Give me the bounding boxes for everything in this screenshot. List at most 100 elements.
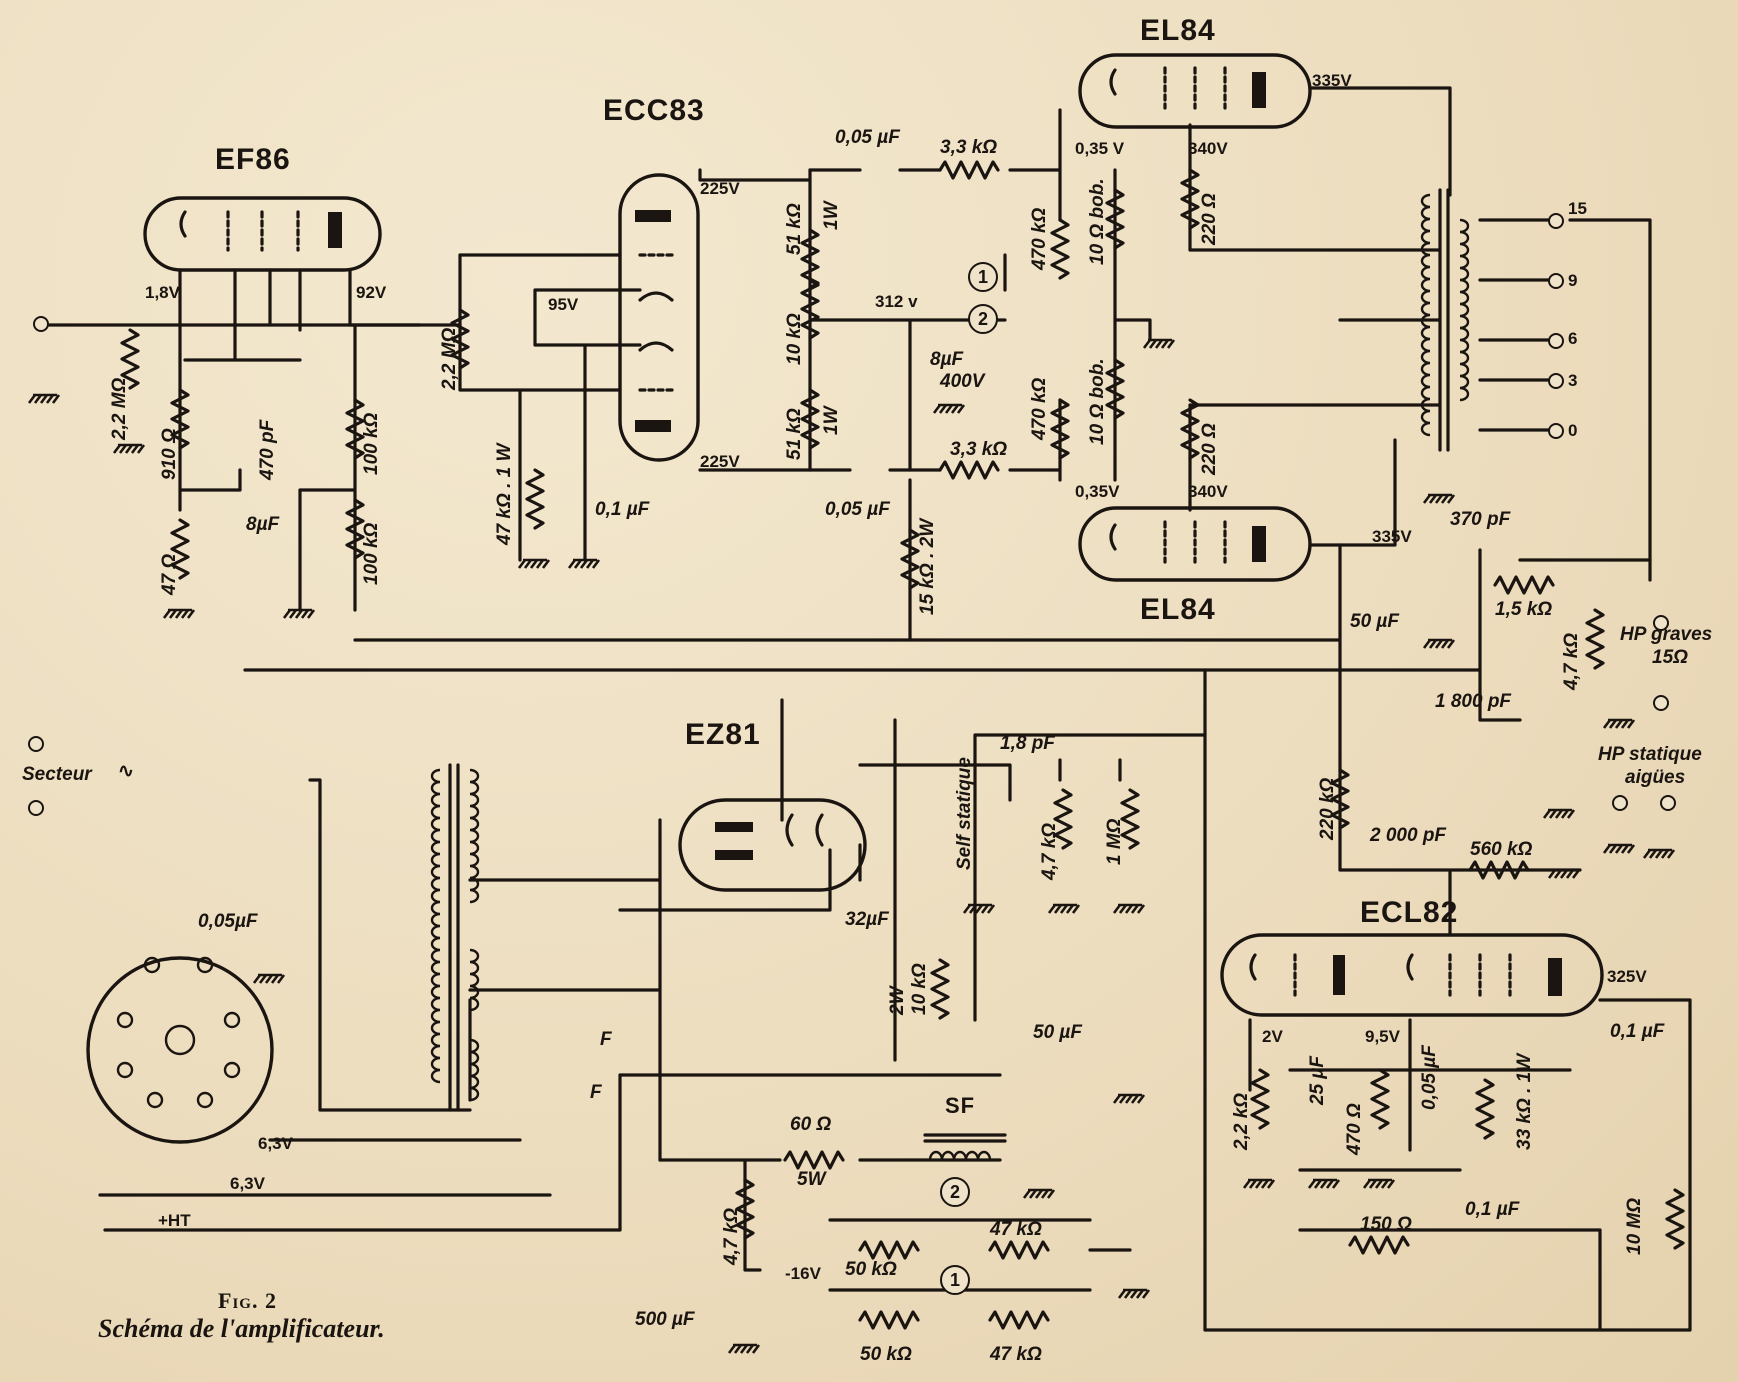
- label-r-60-5w: 60 Ω: [790, 1114, 832, 1135]
- input-terminal[interactable]: [33, 316, 49, 332]
- label-r-51k-top: 51 kΩ: [784, 203, 805, 255]
- label-c-01u-ecc: 0,1 µF: [595, 499, 650, 520]
- label-r-220-top: 220 Ω: [1199, 193, 1220, 245]
- label-r-33k-1w: 33 kΩ . 1W: [1514, 1053, 1535, 1150]
- label-c-005u-top: 0,05 µF: [835, 127, 900, 148]
- voltage-ecc83-cathode: 95V: [548, 295, 579, 314]
- label-r-10k-2w-rating: 2W: [887, 986, 908, 1016]
- label-r-47k-self: 4,7 kΩ: [1039, 822, 1060, 880]
- output-tap-6[interactable]: [1548, 333, 1564, 349]
- label-r-15k-2w: 15 kΩ . 2W: [917, 518, 938, 615]
- label-r-470-ecl: 470 Ω: [1344, 1103, 1365, 1155]
- label-r-22m-ecc: 2,2 MΩ: [439, 327, 460, 390]
- voltage-bias: -16V: [785, 1264, 821, 1283]
- label-r-47k-fb: 4,7 kΩ: [1561, 632, 1582, 690]
- voltage-heater-2: 6,3V: [230, 1174, 265, 1193]
- tube-el84-bottom: [1078, 506, 1312, 582]
- marker-1b: 1: [940, 1265, 970, 1295]
- label-pot-50k-b: 50 kΩ: [860, 1344, 912, 1365]
- label-c-470p: 470 pF: [257, 419, 278, 480]
- voltage-el84-top-plate: 335V: [1312, 71, 1352, 90]
- label-hp-graves: HP graves: [1620, 624, 1713, 645]
- tube-ecl82: [1220, 933, 1604, 1017]
- label-c-50u-filter: 50 µF: [1033, 1022, 1082, 1043]
- label-heater-f1: F: [600, 1029, 612, 1050]
- figure-caption: Fig. 2 Schéma de l'amplificateur.: [98, 1288, 385, 1344]
- label-r-47k-bias-a: 47 kΩ: [990, 1219, 1042, 1240]
- label-self-statique: Self statique: [954, 757, 975, 870]
- figure-title: Schéma de l'amplificateur.: [98, 1314, 385, 1343]
- figure-number: Fig. 2: [218, 1288, 277, 1313]
- hp-statique-terminal-1[interactable]: [1612, 795, 1628, 811]
- voltage-node-312: 312 v: [875, 292, 918, 311]
- voltage-el84-bottom-screen: 340V: [1188, 482, 1228, 501]
- label-pot-10k: 10 kΩ: [784, 313, 805, 365]
- voltage-ecl82-cathode2: 9,5V: [1365, 1027, 1400, 1046]
- label-r-15k: 1,5 kΩ: [1495, 599, 1553, 620]
- voltage-el84-top-grid: 0,35 V: [1075, 139, 1125, 158]
- label-c-01u-ecl-fb: 0,1 µF: [1465, 1199, 1520, 1220]
- ac-symbol-icon: ∿: [118, 761, 134, 782]
- hp-statique-terminal-2[interactable]: [1660, 795, 1676, 811]
- output-tap-3[interactable]: [1548, 373, 1564, 389]
- label-secteur: Secteur: [22, 764, 92, 785]
- tube-label-ecc83: ECC83: [603, 94, 705, 127]
- label-r-47: 47 Ω: [159, 553, 180, 595]
- label-hp-statique: HP statique: [1598, 744, 1702, 765]
- label-r-560k: 560 kΩ: [1470, 839, 1533, 860]
- label-tap-9: 9: [1568, 271, 1578, 290]
- label-tap-0: 0: [1568, 421, 1578, 440]
- label-c-32u: 32µF: [845, 909, 889, 930]
- label-r-100k-a: 100 kΩ: [361, 412, 382, 475]
- output-tap-0[interactable]: [1548, 423, 1564, 439]
- tube-label-ecl82: ECL82: [1360, 896, 1459, 929]
- marker-2b: 2: [940, 1177, 970, 1207]
- label-c-005u-mains: 0,05µF: [198, 911, 258, 932]
- label-tap-6: 6: [1568, 329, 1578, 348]
- hp-graves-terminal-1[interactable]: [1653, 615, 1669, 631]
- label-c-8u-400v: 8µF: [930, 349, 964, 370]
- label-r-910: 910 Ω: [159, 428, 180, 480]
- voltage-ht: +HT: [158, 1211, 191, 1230]
- label-r-33k-top: 3,3 kΩ: [940, 137, 998, 158]
- power-transformer: [430, 763, 480, 1112]
- label-pot-1m: 1 MΩ: [1104, 818, 1125, 865]
- label-r-47k-1w: 47 kΩ . 1 W: [494, 443, 515, 545]
- label-c-500u: 500 µF: [635, 1309, 695, 1330]
- label-r-10bob-top: 10 Ω bob.: [1087, 178, 1108, 265]
- label-c-50u-el: 50 µF: [1350, 611, 1399, 632]
- label-r-10bob-bot: 10 Ω bob.: [1087, 358, 1108, 445]
- label-c-18p: 1,8 pF: [1000, 733, 1055, 754]
- ground-symbols: [27, 338, 1676, 1355]
- tube-ef86: [143, 196, 382, 272]
- label-r-100k-b: 100 kΩ: [361, 522, 382, 585]
- hp-graves-terminal-2[interactable]: [1653, 695, 1669, 711]
- output-tap-9[interactable]: [1548, 273, 1564, 289]
- label-r-470k-bot: 470 kΩ: [1029, 377, 1050, 440]
- voltage-ecc83-plate-top: 225V: [700, 179, 740, 198]
- mains-terminal-2[interactable]: [28, 800, 44, 816]
- label-r-10m: 10 MΩ: [1624, 1197, 1645, 1255]
- tube-ez81: [678, 798, 867, 892]
- voltage-ecc83-plate-bottom: 225V: [700, 452, 740, 471]
- label-r-51k-bot-w: 1W: [821, 406, 842, 436]
- marker-2: 2: [968, 304, 998, 334]
- wiring: [43, 86, 1692, 1332]
- label-hp-aigues: aigües: [1625, 767, 1686, 788]
- label-r-51k-top-w: 1W: [821, 201, 842, 231]
- voltage-ef86-plate: 92V: [356, 283, 387, 302]
- mains-selector-socket: [86, 956, 274, 1144]
- label-c-2000p: 2 000 pF: [1370, 825, 1447, 846]
- voltage-ef86-cathode: 1,8V: [145, 283, 180, 302]
- mains-terminal-1[interactable]: [28, 736, 44, 752]
- label-r-220-bot: 220 Ω: [1199, 423, 1220, 475]
- voltage-el84-top-screen: 340V: [1188, 139, 1228, 158]
- tube-ecc83: [618, 173, 700, 462]
- label-tap-15: 15: [1568, 199, 1587, 218]
- tube-label-ef86: EF86: [215, 143, 291, 176]
- tube-label-el84-top: EL84: [1140, 14, 1216, 47]
- tube-label-el84-bottom: EL84: [1140, 593, 1216, 626]
- output-tap-15[interactable]: [1548, 213, 1564, 229]
- voltage-ecl82-cathode1: 2V: [1262, 1027, 1283, 1046]
- label-sf: SF: [945, 1093, 976, 1118]
